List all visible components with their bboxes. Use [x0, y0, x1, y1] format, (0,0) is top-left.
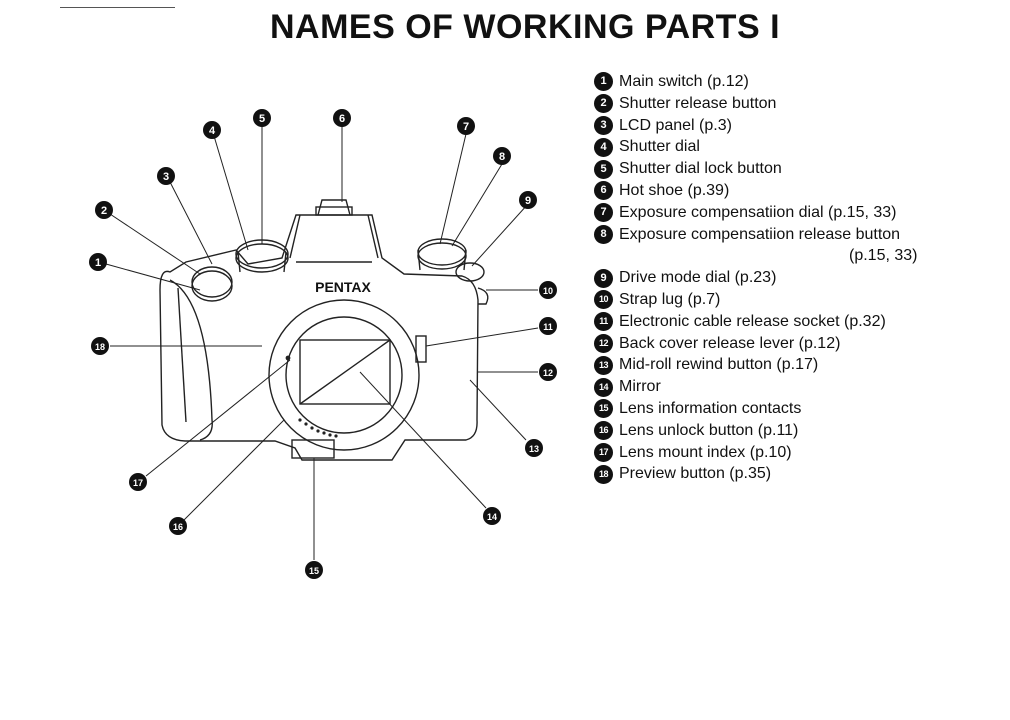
svg-text:8: 8	[499, 151, 505, 163]
callout-17: 17	[129, 473, 147, 491]
list-item-continuation: (p.15, 33)	[849, 247, 918, 265]
svg-text:7: 7	[463, 121, 469, 133]
svg-text:15: 15	[309, 566, 319, 576]
svg-text:3: 3	[163, 171, 169, 183]
callout-10: 10	[539, 281, 557, 299]
callout-18: 18	[91, 337, 109, 355]
top-rule	[60, 7, 175, 8]
callout-6: 6	[333, 109, 351, 127]
svg-text:6: 6	[339, 113, 345, 125]
callout-14: 14	[483, 507, 501, 525]
callout-1: 1	[89, 253, 107, 271]
callout-2: 2	[95, 201, 113, 219]
grip-outline	[169, 279, 213, 441]
svg-text:12: 12	[543, 368, 553, 378]
contacts-block	[291, 439, 335, 459]
prism-outline	[289, 199, 379, 259]
svg-text:9: 9	[525, 195, 531, 207]
drive-mode-dial	[455, 262, 485, 282]
hot-shoe	[315, 206, 353, 216]
svg-text:14: 14	[487, 512, 497, 522]
svg-text:11: 11	[543, 322, 553, 332]
callout-11: 11	[539, 317, 557, 335]
mirror	[299, 339, 391, 405]
callout-8: 8	[493, 147, 511, 165]
svg-text:18: 18	[95, 342, 105, 352]
camera-body-outline	[159, 214, 479, 461]
svg-text:17: 17	[133, 478, 143, 488]
svg-text:1: 1	[95, 257, 101, 269]
svg-text:16: 16	[173, 522, 183, 532]
strap-lug	[477, 287, 489, 305]
lens-mount-inner	[285, 316, 403, 434]
callout-3: 3	[157, 167, 175, 185]
svg-text:13: 13	[529, 444, 539, 454]
svg-text:2: 2	[101, 205, 107, 217]
svg-text:5: 5	[259, 113, 265, 125]
page-title: NAMES OF WORKING PARTS I	[269, 8, 781, 46]
lens-mount-outer	[268, 299, 420, 451]
cable-socket	[415, 335, 427, 363]
camera-diagram: PENTAX 1 2 3 4 5 6 7 8 9 10 11 12 13	[89, 109, 557, 579]
callout-16: 16	[169, 517, 187, 535]
pentax-logo: PENTAX	[315, 279, 371, 295]
callout-4: 4	[203, 121, 221, 139]
callout-13: 13	[525, 439, 543, 457]
svg-text:10: 10	[543, 286, 553, 296]
callout-9: 9	[519, 191, 537, 209]
svg-text:4: 4	[209, 125, 216, 137]
callout-7: 7	[457, 117, 475, 135]
callout-15: 15	[305, 561, 323, 579]
callout-12: 12	[539, 363, 557, 381]
callout-5: 5	[253, 109, 271, 127]
